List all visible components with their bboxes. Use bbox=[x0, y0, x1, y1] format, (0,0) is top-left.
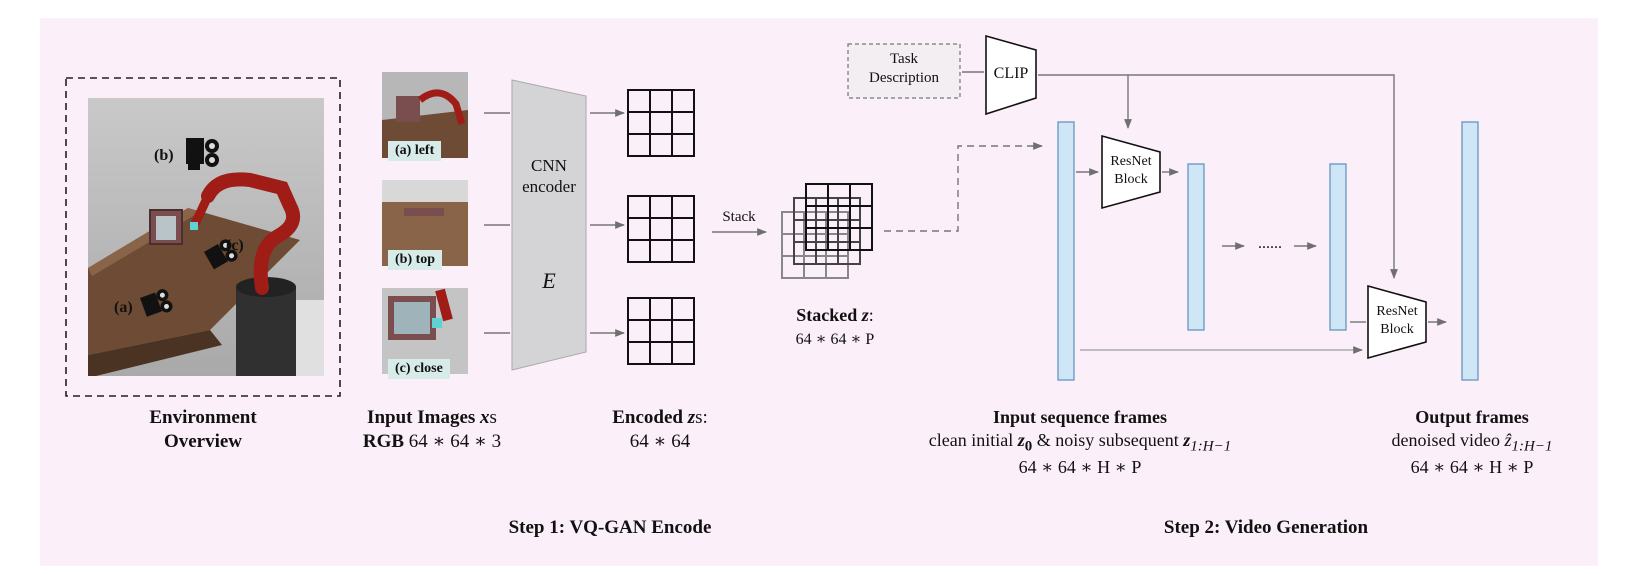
input-sequence-caption: Input sequence frames clean initial z0 &… bbox=[928, 407, 1232, 477]
clip-block bbox=[985, 34, 1037, 116]
camera-a-icon bbox=[140, 289, 173, 317]
camera-c-icon bbox=[204, 239, 238, 270]
output-frames-caption: Output frames denoised video ẑ1:H−1 64 ∗… bbox=[1391, 407, 1553, 477]
view-label-close: (c) close bbox=[388, 359, 450, 379]
encoded-grid-c bbox=[627, 297, 695, 365]
resnet-block-1-label: ResNet Block bbox=[1110, 154, 1152, 187]
environment-frame bbox=[65, 77, 341, 397]
task-description-box bbox=[847, 43, 961, 99]
ellipsis-dots: ...... bbox=[1258, 235, 1282, 252]
resnet-block-2 bbox=[1367, 284, 1427, 360]
input-images-caption: Input Images xs RGB 64 ∗ 64 ∗ 3 bbox=[362, 407, 502, 452]
camera-b-icon bbox=[186, 138, 219, 170]
resnet-block-2-label: ResNet Block bbox=[1376, 304, 1418, 337]
stacked-caption: Stacked z: 64 ∗ 64 ∗ P bbox=[795, 305, 875, 348]
encoder-label: CNN encoder bbox=[522, 156, 576, 197]
resnet-block-1 bbox=[1101, 134, 1161, 210]
encoder-symbol: E bbox=[542, 268, 556, 293]
step1-label: Step 1: VQ-GAN Encode bbox=[508, 517, 712, 538]
output-frame-bar bbox=[1461, 121, 1479, 381]
camera-a-label: (a) bbox=[114, 299, 133, 316]
task-description-label: Task Description bbox=[869, 51, 939, 86]
clip-label: CLIP bbox=[993, 65, 1029, 82]
dashed-connector bbox=[884, 142, 1043, 232]
camera-c-label: (c) bbox=[226, 237, 244, 254]
stacked-grids bbox=[781, 183, 873, 279]
encoded-grid-a bbox=[627, 89, 695, 157]
stack-label: Stack bbox=[722, 209, 756, 225]
environment-image bbox=[88, 98, 324, 376]
hidden-frame-bar-1 bbox=[1187, 163, 1205, 331]
step2-label: Step 2: Video Generation bbox=[1163, 517, 1369, 538]
camera-b-label: (b) bbox=[154, 147, 174, 164]
hidden-frame-bar-2 bbox=[1329, 163, 1347, 331]
view-label-top: (b) top bbox=[388, 250, 443, 270]
encoded-caption: Encoded zs: 64 ∗ 64 bbox=[612, 407, 708, 452]
cnn-encoder-block bbox=[511, 79, 587, 371]
encoded-grid-b bbox=[627, 195, 695, 263]
view-label-left: (a) left bbox=[388, 141, 442, 161]
environment-title: Environment Overview bbox=[149, 407, 257, 452]
input-frame-bar bbox=[1057, 121, 1075, 381]
